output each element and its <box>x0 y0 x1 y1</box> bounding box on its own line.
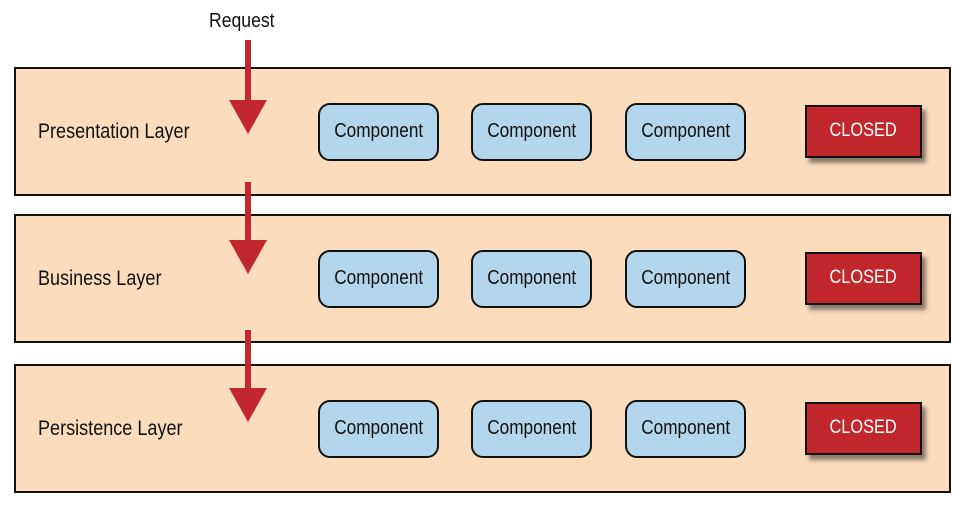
layer-label: Business Layer <box>38 266 162 290</box>
closed-label: CLOSED <box>829 267 898 288</box>
request-label: Request <box>209 10 275 32</box>
closed-badge: CLOSED <box>805 401 922 455</box>
component-label: Component <box>641 120 730 142</box>
request-arrow-down-icon <box>228 40 268 136</box>
closed-badge: CLOSED <box>805 104 922 158</box>
component-box: Component <box>471 249 592 308</box>
business-layer: Business Layer Component Component Compo… <box>14 214 951 343</box>
component-label: Component <box>641 417 730 439</box>
component-box: Component <box>318 102 439 161</box>
component-box: Component <box>318 399 439 458</box>
closed-label: CLOSED <box>829 417 898 438</box>
component-label: Component <box>487 417 576 439</box>
presentation-layer: Presentation Layer Component Component C… <box>14 67 951 196</box>
component-box: Component <box>318 249 439 308</box>
component-label: Component <box>334 267 423 289</box>
component-label: Component <box>487 120 576 142</box>
request-arrow-down-icon <box>228 330 268 424</box>
component-label: Component <box>334 417 423 439</box>
closed-label: CLOSED <box>829 120 898 141</box>
component-box: Component <box>471 102 592 161</box>
closed-badge: CLOSED <box>805 251 922 305</box>
component-label: Component <box>334 120 423 142</box>
component-label: Component <box>641 267 730 289</box>
request-arrow-down-icon <box>228 182 268 276</box>
component-box: Component <box>625 399 746 458</box>
persistence-layer: Persistence Layer Component Component Co… <box>14 364 951 493</box>
component-label: Component <box>487 267 576 289</box>
component-box: Component <box>471 399 592 458</box>
component-box: Component <box>625 102 746 161</box>
component-box: Component <box>625 249 746 308</box>
layer-label: Persistence Layer <box>38 416 183 440</box>
layer-label: Presentation Layer <box>38 119 190 143</box>
